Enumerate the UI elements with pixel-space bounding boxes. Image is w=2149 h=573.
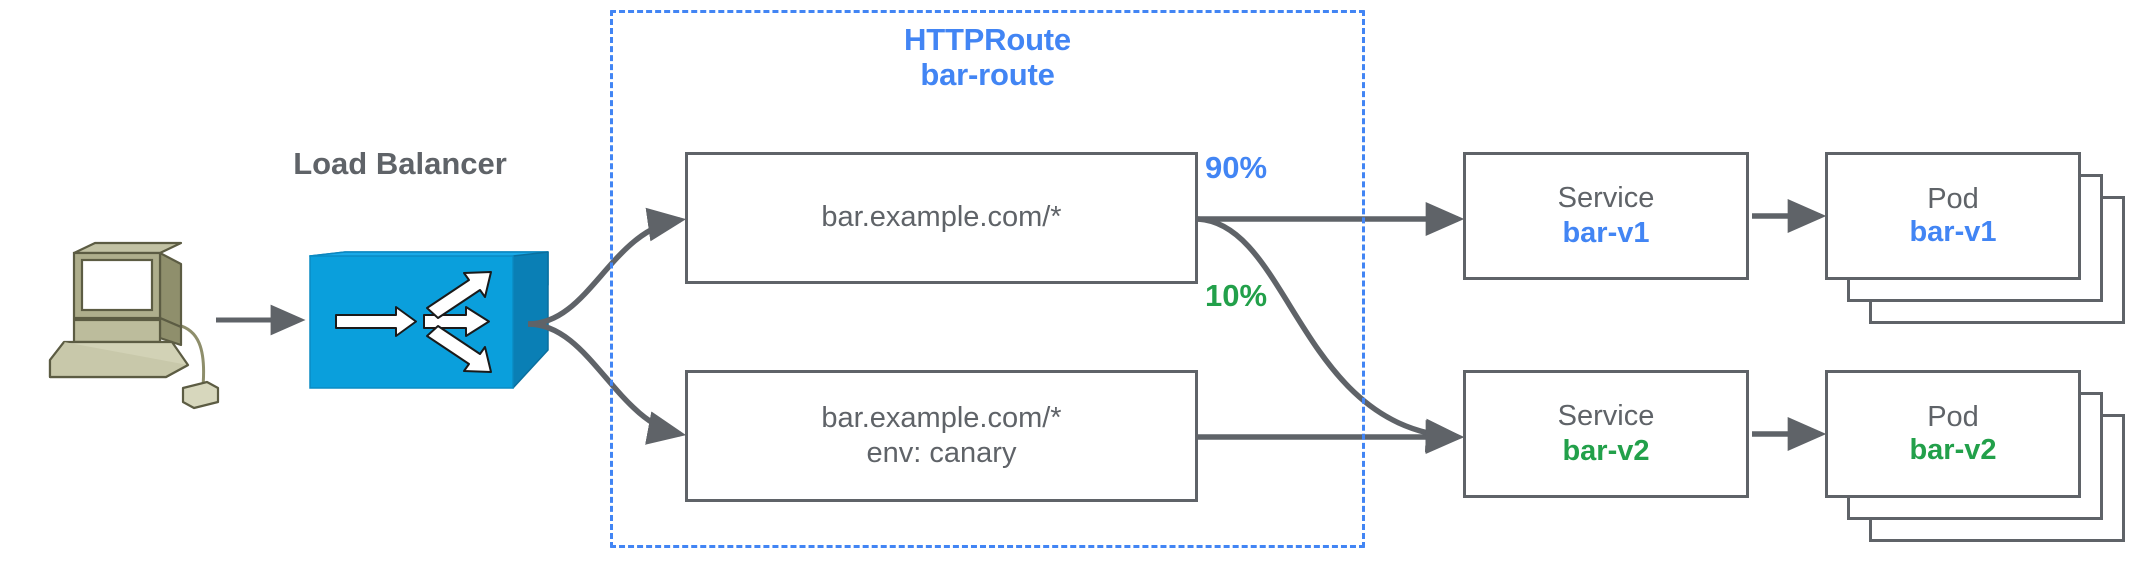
weight-label-10: 10% <box>1205 278 1268 313</box>
pod-1-kind: Pod <box>1927 183 1979 215</box>
pod-2-name: bar-v2 <box>1909 434 1997 466</box>
match-2-header: env: canary <box>866 437 1017 469</box>
httproute-title: HTTPRoute bar-route <box>610 22 1365 93</box>
match-box-1[interactable]: bar.example.com/* <box>685 152 1198 284</box>
pod-replica-layer-1[interactable]: Pod bar-v1 <box>1825 152 2081 280</box>
httproute-group-boundary <box>610 10 1365 548</box>
pod-stack-bar-v2[interactable]: Pod bar-v2 <box>1825 370 2149 560</box>
service-1-kind: Service <box>1557 181 1655 214</box>
pod-1-name: bar-v1 <box>1909 216 1997 248</box>
httproute-name: bar-route <box>920 57 1055 93</box>
load-balancer-label: Load Balancer <box>293 146 507 181</box>
match-1-hostname: bar.example.com/* <box>821 201 1062 234</box>
match-box-2[interactable]: bar.example.com/* env: canary <box>685 370 1198 502</box>
pod-stack-bar-v1[interactable]: Pod bar-v1 <box>1825 152 2149 342</box>
service-2-name: bar-v2 <box>1562 435 1650 467</box>
match-2-hostname: bar.example.com/* <box>821 401 1062 434</box>
weight-label-90: 90% <box>1205 150 1268 185</box>
service-box-bar-v2[interactable]: Service bar-v2 <box>1463 370 1749 498</box>
httproute-kind: HTTPRoute <box>904 22 1071 57</box>
pod-2-kind: Pod <box>1927 401 1979 433</box>
service-2-kind: Service <box>1557 399 1655 432</box>
service-box-bar-v1[interactable]: Service bar-v1 <box>1463 152 1749 280</box>
service-1-name: bar-v1 <box>1562 217 1650 249</box>
pod-replica-layer-1[interactable]: Pod bar-v2 <box>1825 370 2081 498</box>
